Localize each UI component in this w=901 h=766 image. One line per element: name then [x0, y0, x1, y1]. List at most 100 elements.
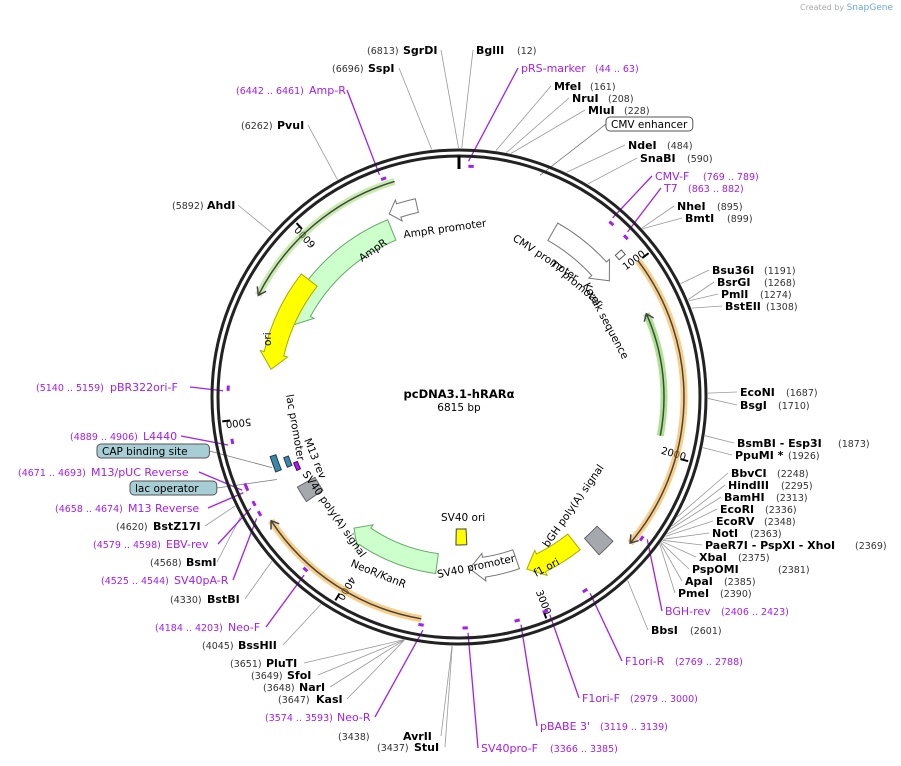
m13-rev-mark[interactable] [292, 460, 302, 472]
site-label[interactable]: NheI(895) [677, 200, 743, 213]
site-label[interactable]: BbsI(2601) [651, 624, 722, 637]
site-label[interactable]: BglII(12) [476, 44, 537, 57]
primer-label[interactable]: pBABE 3'(3119 .. 3139) [540, 720, 668, 733]
enzyme-name: NruI [572, 92, 599, 105]
credit-prefix: Created by [800, 3, 845, 12]
site-label[interactable]: PmeI(2390) [678, 587, 752, 600]
site-label[interactable]: HindIII(2295) [728, 479, 813, 492]
enzyme-name: BsrGI [717, 276, 750, 289]
ampr-orf-arrowhead [256, 286, 267, 297]
ampr-promoter-arrow[interactable] [388, 198, 419, 223]
f1-ori-arrow[interactable] [526, 533, 581, 577]
primer-label[interactable]: EBV-rev(4579 .. 4598) [93, 538, 209, 551]
site-label[interactable]: BmtI(899) [685, 212, 753, 225]
site-label[interactable]: EcoRI(2336) [720, 503, 797, 516]
primer-label[interactable]: SV40pro-F(3366 .. 3385) [481, 742, 618, 755]
site-label[interactable]: BsmBI - Esp3I(1873) [737, 437, 870, 450]
site-label[interactable]: BbvCI(2248) [731, 467, 809, 480]
site-label[interactable]: MluI(228) [588, 104, 650, 117]
ori-arrow[interactable] [259, 273, 318, 371]
enzyme-name: BsmBI - Esp3I [737, 437, 822, 450]
site-label[interactable]: SfoI(3649) [251, 669, 311, 682]
site-label[interactable]: SnaBI(590) [640, 152, 713, 165]
site-label[interactable]: XbaI(2375) [699, 551, 770, 564]
site-label[interactable]: BssHII(4045) [202, 639, 277, 652]
site-label[interactable]: SgrDI(6813) [367, 44, 437, 57]
feature-box-label[interactable]: lac operator [129, 480, 218, 496]
site-label[interactable]: NruI(208) [572, 92, 634, 105]
site-label[interactable]: ApaI(2385) [685, 575, 756, 588]
site-label[interactable]: NotI(2363) [712, 527, 782, 540]
primer-label[interactable]: Amp-R(6442 .. 6461) [236, 84, 346, 97]
connector-line [587, 157, 638, 185]
enzyme-name: SnaBI [640, 152, 676, 165]
site-position: (4658 .. 4674) [55, 504, 123, 515]
primer-label[interactable]: T7(863 .. 882) [663, 182, 744, 195]
connector-line [612, 175, 653, 219]
site-label[interactable]: AhdI(5892) [172, 199, 235, 212]
primer-label[interactable]: pBR322ori-F(5140 .. 5159) [36, 381, 178, 394]
site-label[interactable]: BsgI(1710) [740, 399, 810, 412]
site-label[interactable]: SspI(6696) [332, 62, 394, 75]
bgh-polya-box[interactable] [583, 525, 614, 556]
primer-label[interactable]: F1ori-F(2979 .. 3000) [582, 692, 698, 705]
site-label[interactable]: PmlI(1274) [721, 288, 792, 301]
site-label[interactable]: NarI(3648) [263, 681, 325, 694]
neor-orf[interactable] [270, 520, 422, 620]
site-label[interactable]: MfeI(161) [554, 80, 616, 93]
hrara-orf[interactable] [629, 260, 685, 544]
site-label[interactable]: PspOMI(2381) [692, 563, 810, 576]
site-label[interactable]: EcoNI(1687) [740, 386, 818, 399]
site-label[interactable]: BsmI(4568) [150, 556, 217, 569]
ampr-orf[interactable] [257, 180, 395, 296]
site-label[interactable]: EcoRV(2348) [716, 515, 796, 528]
orf-inner[interactable] [645, 313, 665, 436]
site-label[interactable]: BstEII(1308) [725, 300, 798, 313]
primer-mark [418, 622, 424, 627]
cmv-promoter-arrow[interactable] [547, 222, 611, 282]
primer-label[interactable]: M13/pUC Reverse(4671 .. 4693) [18, 466, 189, 479]
site-label[interactable]: BstBI(4330) [170, 593, 240, 606]
primer-label[interactable]: L4440(4889 .. 4906) [70, 430, 177, 443]
sv40-polya-box[interactable] [296, 476, 324, 503]
primer-mark [638, 535, 645, 542]
primer-label[interactable]: SV40pA-R(4525 .. 4544) [101, 574, 229, 587]
primer-label[interactable]: BGH-rev(2406 .. 2423) [665, 605, 789, 618]
site-label[interactable]: BamHI(2313) [724, 491, 808, 504]
site-position: (3119 .. 3139) [600, 722, 668, 733]
primer-label[interactable]: Neo-F(4184 .. 4203) [155, 621, 260, 634]
primer-mark [302, 566, 309, 573]
snapgene-credit: Created by SnapGene [800, 3, 893, 13]
site-position: (44 .. 63) [595, 64, 639, 75]
sv40-ori-box[interactable] [455, 528, 468, 546]
feature-box [129, 480, 218, 496]
lac-operator-mark[interactable] [283, 455, 293, 468]
site-label[interactable]: PpuMI *(1926) [735, 449, 820, 462]
site-label[interactable]: PluTI(3651) [230, 657, 297, 670]
site-label[interactable]: StuI(3437) [377, 741, 439, 754]
primer-label[interactable]: F1ori-R(2769 .. 2788) [625, 655, 743, 668]
site-label[interactable]: BsrGI(1268) [717, 276, 796, 289]
primer-label[interactable]: Neo-R(3574 .. 3593) [265, 711, 371, 724]
primer-label[interactable]: CMV-F(769 .. 789) [655, 170, 759, 183]
site-label[interactable]: NdeI(484) [628, 139, 693, 152]
kozak-mark[interactable] [614, 249, 626, 261]
sv40-promoter-arrow[interactable] [468, 549, 521, 583]
site-position: (3649) [251, 671, 283, 682]
site-position: (3574 .. 3593) [265, 713, 333, 724]
neor-arrow[interactable] [353, 524, 439, 575]
cap-site-mark[interactable] [269, 454, 282, 473]
primer-mark [622, 234, 629, 241]
site-label[interactable]: Bsu36I(1191) [712, 264, 796, 277]
site-label[interactable]: PaeR7I - PspXI - XhoI(2369) [705, 539, 887, 552]
connector-lines [180, 49, 738, 749]
site-label[interactable]: BstZ17I(4620) [116, 520, 201, 533]
site-label[interactable]: KasI(3647) [278, 693, 343, 706]
feature-box-label[interactable]: CAP binding site [96, 443, 210, 459]
primer-label[interactable]: pRS-marker(44 .. 63) [521, 62, 639, 75]
feature-box-label[interactable]: CMV enhancer [605, 116, 694, 132]
site-label[interactable]: AvrII(3438) [338, 730, 432, 743]
enzyme-name: SgrDI [403, 44, 437, 57]
primer-label[interactable]: M13 Reverse(4658 .. 4674) [55, 502, 199, 515]
site-label[interactable]: PvuI(6262) [241, 119, 304, 132]
